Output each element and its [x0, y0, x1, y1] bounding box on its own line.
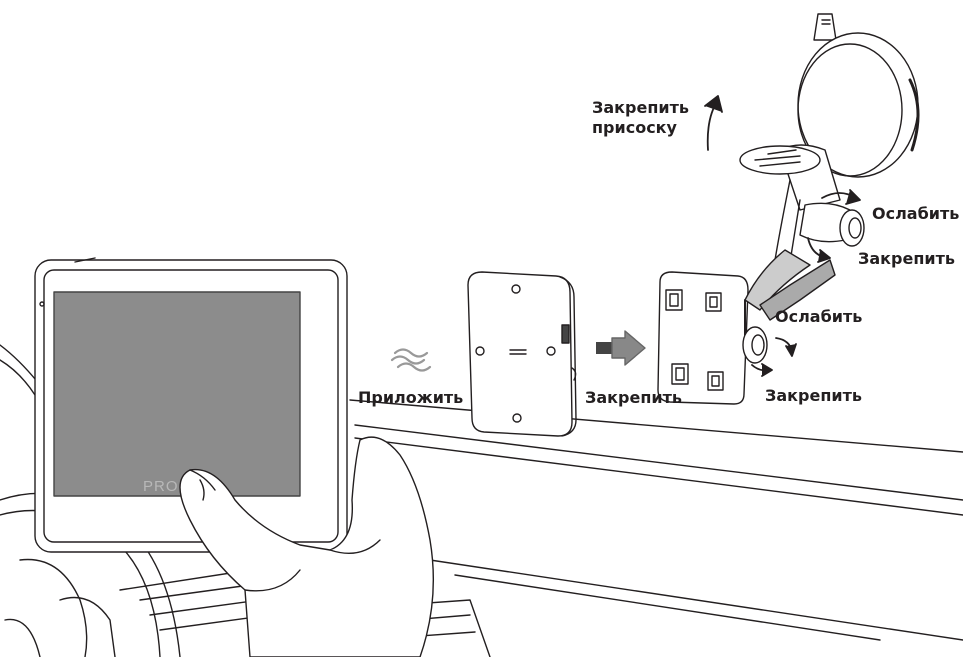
label-tighten-top: Закрепить	[858, 249, 955, 269]
label-loosen-bottom: Ослабить	[775, 307, 862, 327]
label-attach: Приложить	[358, 388, 463, 408]
cradle-plate	[658, 272, 748, 404]
label-loosen-top: Ослабить	[872, 204, 959, 224]
label-secure-suction: Закрепить присоску	[592, 98, 689, 138]
device-brand-logo: PRO	[143, 478, 179, 495]
back-plate	[468, 272, 576, 436]
slide-arrow	[596, 331, 645, 365]
approach-symbol	[392, 350, 430, 371]
label-tighten-plate: Закрепить	[585, 388, 682, 408]
label-tighten-bottom: Закрепить	[765, 386, 862, 406]
